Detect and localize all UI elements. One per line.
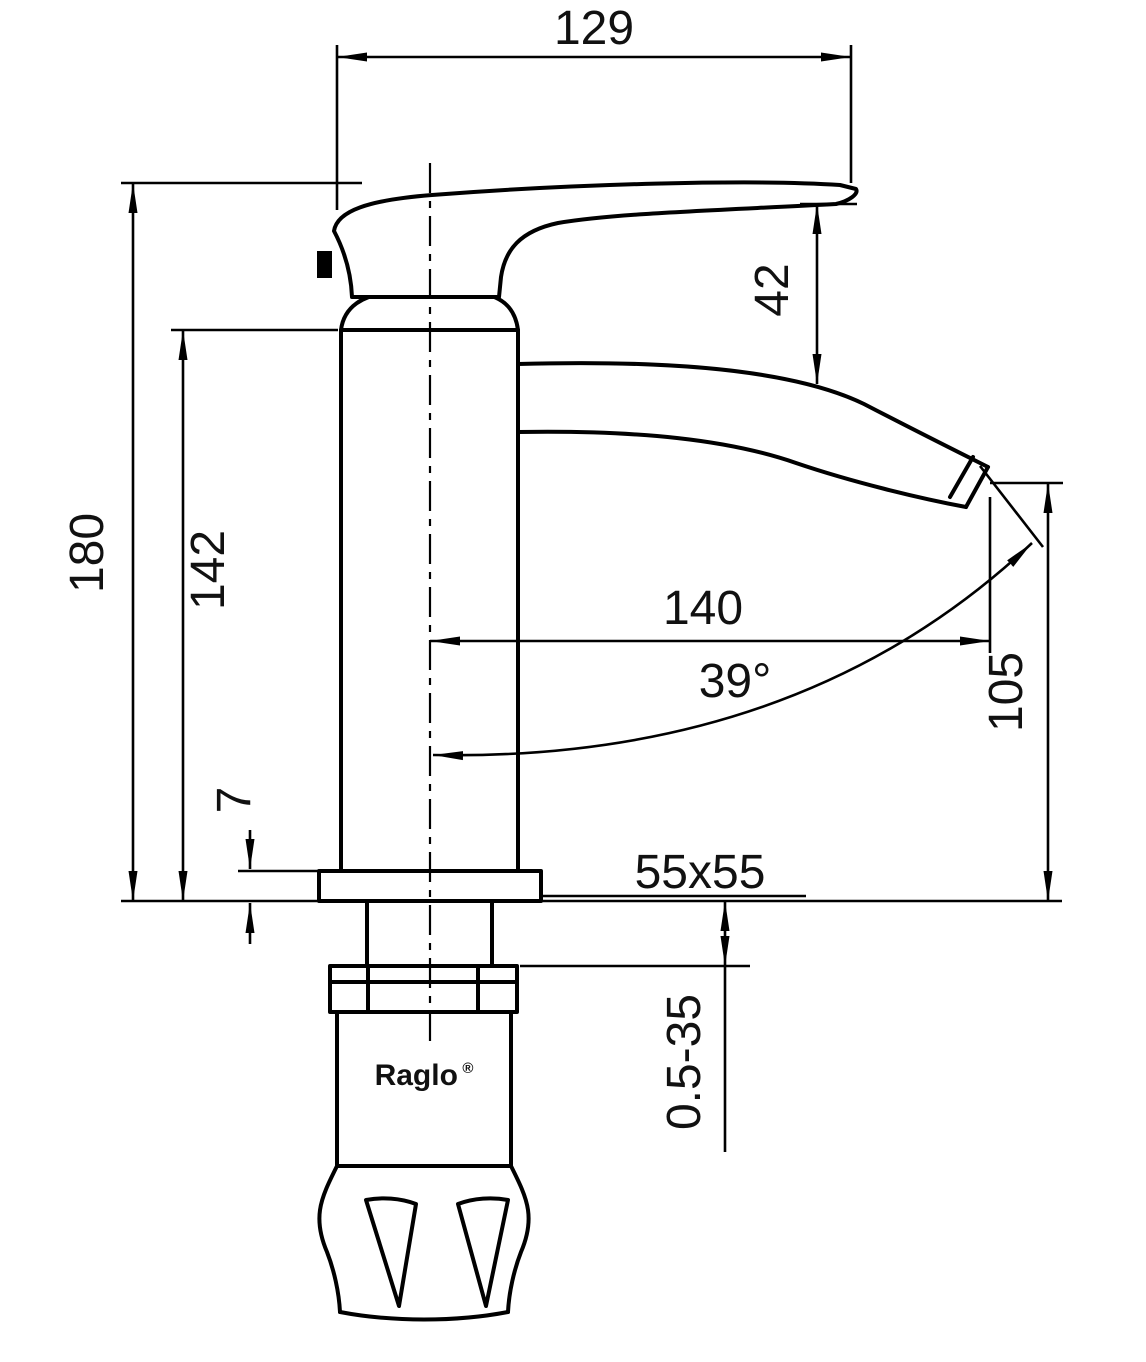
dim-label-7: 7: [208, 787, 261, 814]
dim-label-142: 142: [182, 530, 235, 610]
handle-indicator-dot: [317, 251, 332, 278]
flare-cutout-left: [364, 1196, 418, 1308]
mounting-nut: [328, 964, 519, 1014]
dim-outlet-height: 105: [980, 481, 1063, 901]
dim-spout-angle: 39°: [432, 465, 1045, 761]
dim-label-180: 180: [61, 513, 114, 593]
dim-label-129: 129: [554, 2, 634, 55]
spout-bottom-edge: [516, 429, 968, 509]
flare-right-edge: [506, 1164, 531, 1314]
dim-label-105: 105: [980, 652, 1033, 732]
flow-direction-line: [978, 465, 1045, 548]
dim-label-140: 140: [663, 582, 743, 635]
flare-bottom-edge: [338, 1310, 510, 1322]
dim-top-width: 129: [335, 2, 853, 210]
flare-cutout-right: [456, 1196, 510, 1308]
dim-spout-reach: 140: [430, 497, 992, 653]
dim-body-height: 142: [171, 328, 338, 901]
dim-handle-to-spout: 42: [746, 202, 857, 384]
base-plate: [317, 869, 543, 903]
registered-trademark-symbol: ®: [462, 1060, 473, 1077]
dim-plate-thickness: 7: [208, 787, 321, 944]
dim-base-size: 55x55: [543, 846, 806, 899]
spout-aerator-line: [948, 455, 975, 499]
dim-label-0-5-35: 0.5-35: [658, 994, 711, 1130]
faucet-outline: Raglo ®: [121, 163, 1062, 1322]
dim-label-42: 42: [746, 263, 799, 316]
dim-mounting-range: 0.5-35: [520, 901, 750, 1152]
angle-arc: [432, 542, 1033, 761]
brand-logo: Raglo ®: [375, 1059, 474, 1092]
spout-top-edge: [516, 361, 990, 469]
dim-label-39deg: 39°: [699, 655, 772, 708]
dim-total-height: 180: [61, 181, 362, 901]
brand-name: Raglo: [375, 1059, 458, 1092]
dim-label-55x55: 55x55: [635, 846, 766, 899]
flare-left-edge: [317, 1164, 342, 1314]
